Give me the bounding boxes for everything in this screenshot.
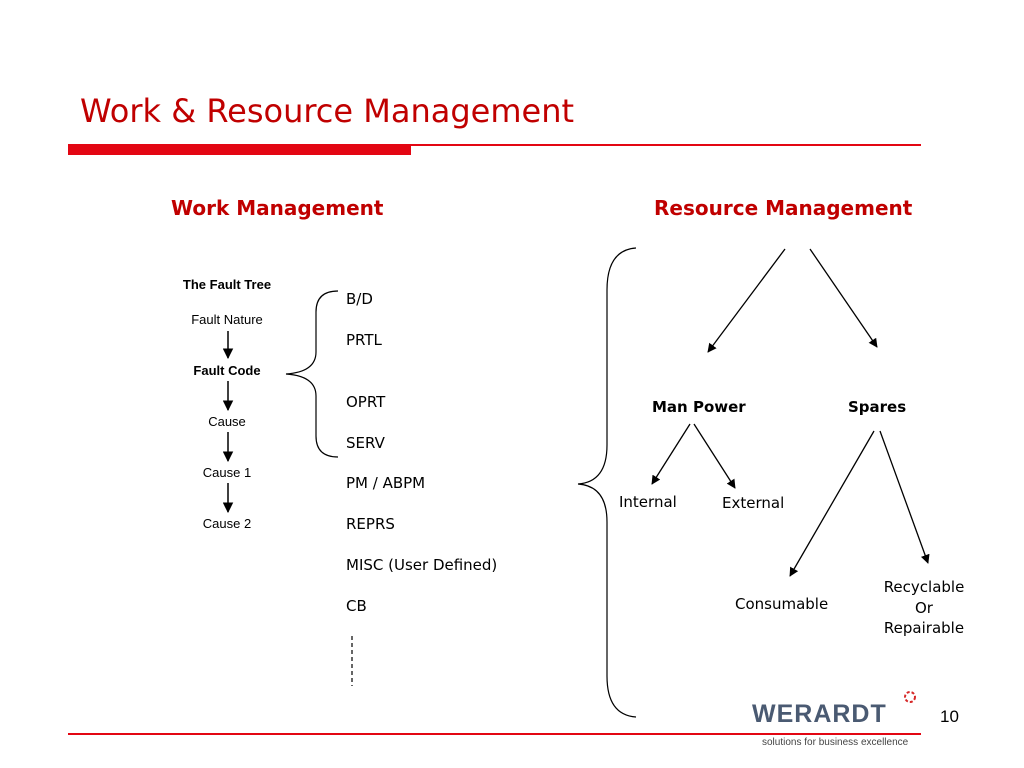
resource-brace [577,247,637,718]
fault-code-item: SERV [346,434,385,452]
or-label: Or [915,599,933,617]
cause-2-label: Cause 2 [202,516,252,531]
fault-code-item: OPRT [346,393,386,411]
resource-arrow [789,430,875,577]
resource-management-heading: Resource Management [654,196,913,220]
work-management-heading: Work Management [171,196,384,220]
fault-code-item: B/D [346,290,373,308]
footer-rule [68,733,921,735]
cause-1-label: Cause 1 [202,465,252,480]
recyclable-label: Recyclable [883,578,965,596]
resource-arrow [707,248,786,353]
repairable-label: Repairable [883,619,965,637]
fault-code-item: CB [346,597,367,615]
fault-code-item: PRTL [346,331,382,349]
company-tagline: solutions for business excellence [762,737,909,748]
fault-code-item: MISC (User Defined) [346,556,498,574]
resource-arrow [693,423,736,489]
title-underline-thin [68,144,921,146]
cause-label: Cause [208,414,246,429]
company-logo: WERARDT [752,700,887,728]
resource-arrow [809,248,878,348]
fault-code-label: Fault Code [193,363,261,378]
spares-label: Spares [848,398,907,416]
fault-code-brace [285,290,339,458]
fault-nature-label: Fault Nature [191,312,263,327]
fault-code-item: PM / ABPM [346,474,426,492]
consumable-label: Consumable [735,595,829,613]
resource-arrow [879,430,930,564]
fault-tree-title: The Fault Tree [182,277,272,292]
logo-mark-icon [904,691,916,703]
man-power-label: Man Power [652,398,746,416]
resource-arrow [651,423,691,485]
page-number: 10 [940,707,959,726]
internal-label: Internal [619,493,677,511]
fault-code-item: REPRS [346,515,395,533]
page-title: Work & Resource Management [80,92,575,130]
external-label: External [722,494,785,512]
title-underline-thick [68,146,411,155]
